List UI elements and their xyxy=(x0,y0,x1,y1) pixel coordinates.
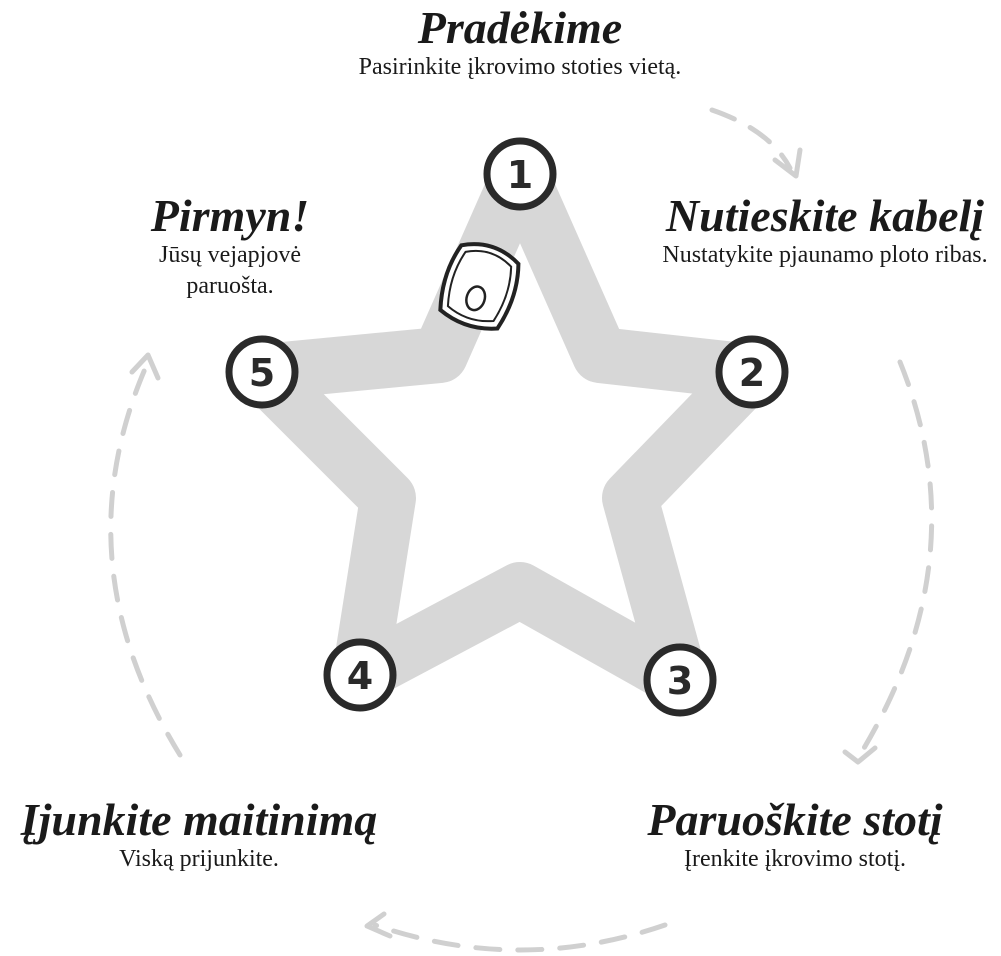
arrow-heads xyxy=(129,147,878,939)
step-number-2: 2 xyxy=(739,351,765,395)
step-number-1: 1 xyxy=(507,153,533,197)
step-4-description: Viską prijunkite. xyxy=(119,846,279,873)
arrow-head-icon xyxy=(772,147,803,179)
step-5-description: Jūsų vejapjovė paruošta. xyxy=(159,242,301,300)
dashed-arrows xyxy=(108,107,935,953)
step-5-text: Pirmyn! Jūsų vejapjovė paruošta. xyxy=(130,190,330,303)
step-5-title: Pirmyn! xyxy=(150,190,310,241)
arrow-head-icon xyxy=(842,745,878,765)
step-number-5: 5 xyxy=(249,351,275,395)
step-1-description: Pasirinkite įkrovimo stoties vietą. xyxy=(358,54,682,81)
dashed-curved-arrow-icon xyxy=(108,359,183,758)
step-marker-3: 3 xyxy=(643,643,717,717)
step-markers: 1 2 3 4 5 xyxy=(225,137,789,717)
step-1-text: Pradėkime Pasirinkite įkrovimo stoties v… xyxy=(310,2,730,83)
star-cable-path xyxy=(234,146,780,708)
step-marker-5: 5 xyxy=(225,335,299,409)
arrow-head-icon xyxy=(129,352,161,381)
step-marker-4: 4 xyxy=(323,638,397,712)
step-number-3: 3 xyxy=(667,659,693,703)
dashed-curved-arrow-icon xyxy=(372,922,668,953)
dashed-curved-arrow-icon xyxy=(709,107,793,171)
step-3-title: Paruoškite stotį xyxy=(647,794,943,845)
step-2-description: Nustatykite pjaunamo ploto ribas. xyxy=(662,242,988,269)
step-3-text: Paruoškite stotį Įrenkite įkrovimo stotį… xyxy=(605,794,985,875)
robot-lawn-mower-icon xyxy=(438,242,521,331)
dashed-curved-arrow-icon xyxy=(855,359,935,761)
step-number-4: 4 xyxy=(347,654,373,698)
step-4-text: Įjunkite maitinimą Viską prijunkite. xyxy=(4,794,394,875)
step-4-title: Įjunkite maitinimą xyxy=(20,794,378,845)
step-3-description: Įrenkite įkrovimo stotį. xyxy=(684,846,906,873)
step-2-title: Nutieskite kabelį xyxy=(665,190,985,241)
step-2-text: Nutieskite kabelį Nustatykite pjaunamo p… xyxy=(655,190,995,271)
step-marker-2: 2 xyxy=(715,335,789,409)
step-marker-1: 1 xyxy=(483,137,557,211)
step-1-title: Pradėkime xyxy=(417,2,623,53)
arrow-head-icon xyxy=(364,911,393,939)
